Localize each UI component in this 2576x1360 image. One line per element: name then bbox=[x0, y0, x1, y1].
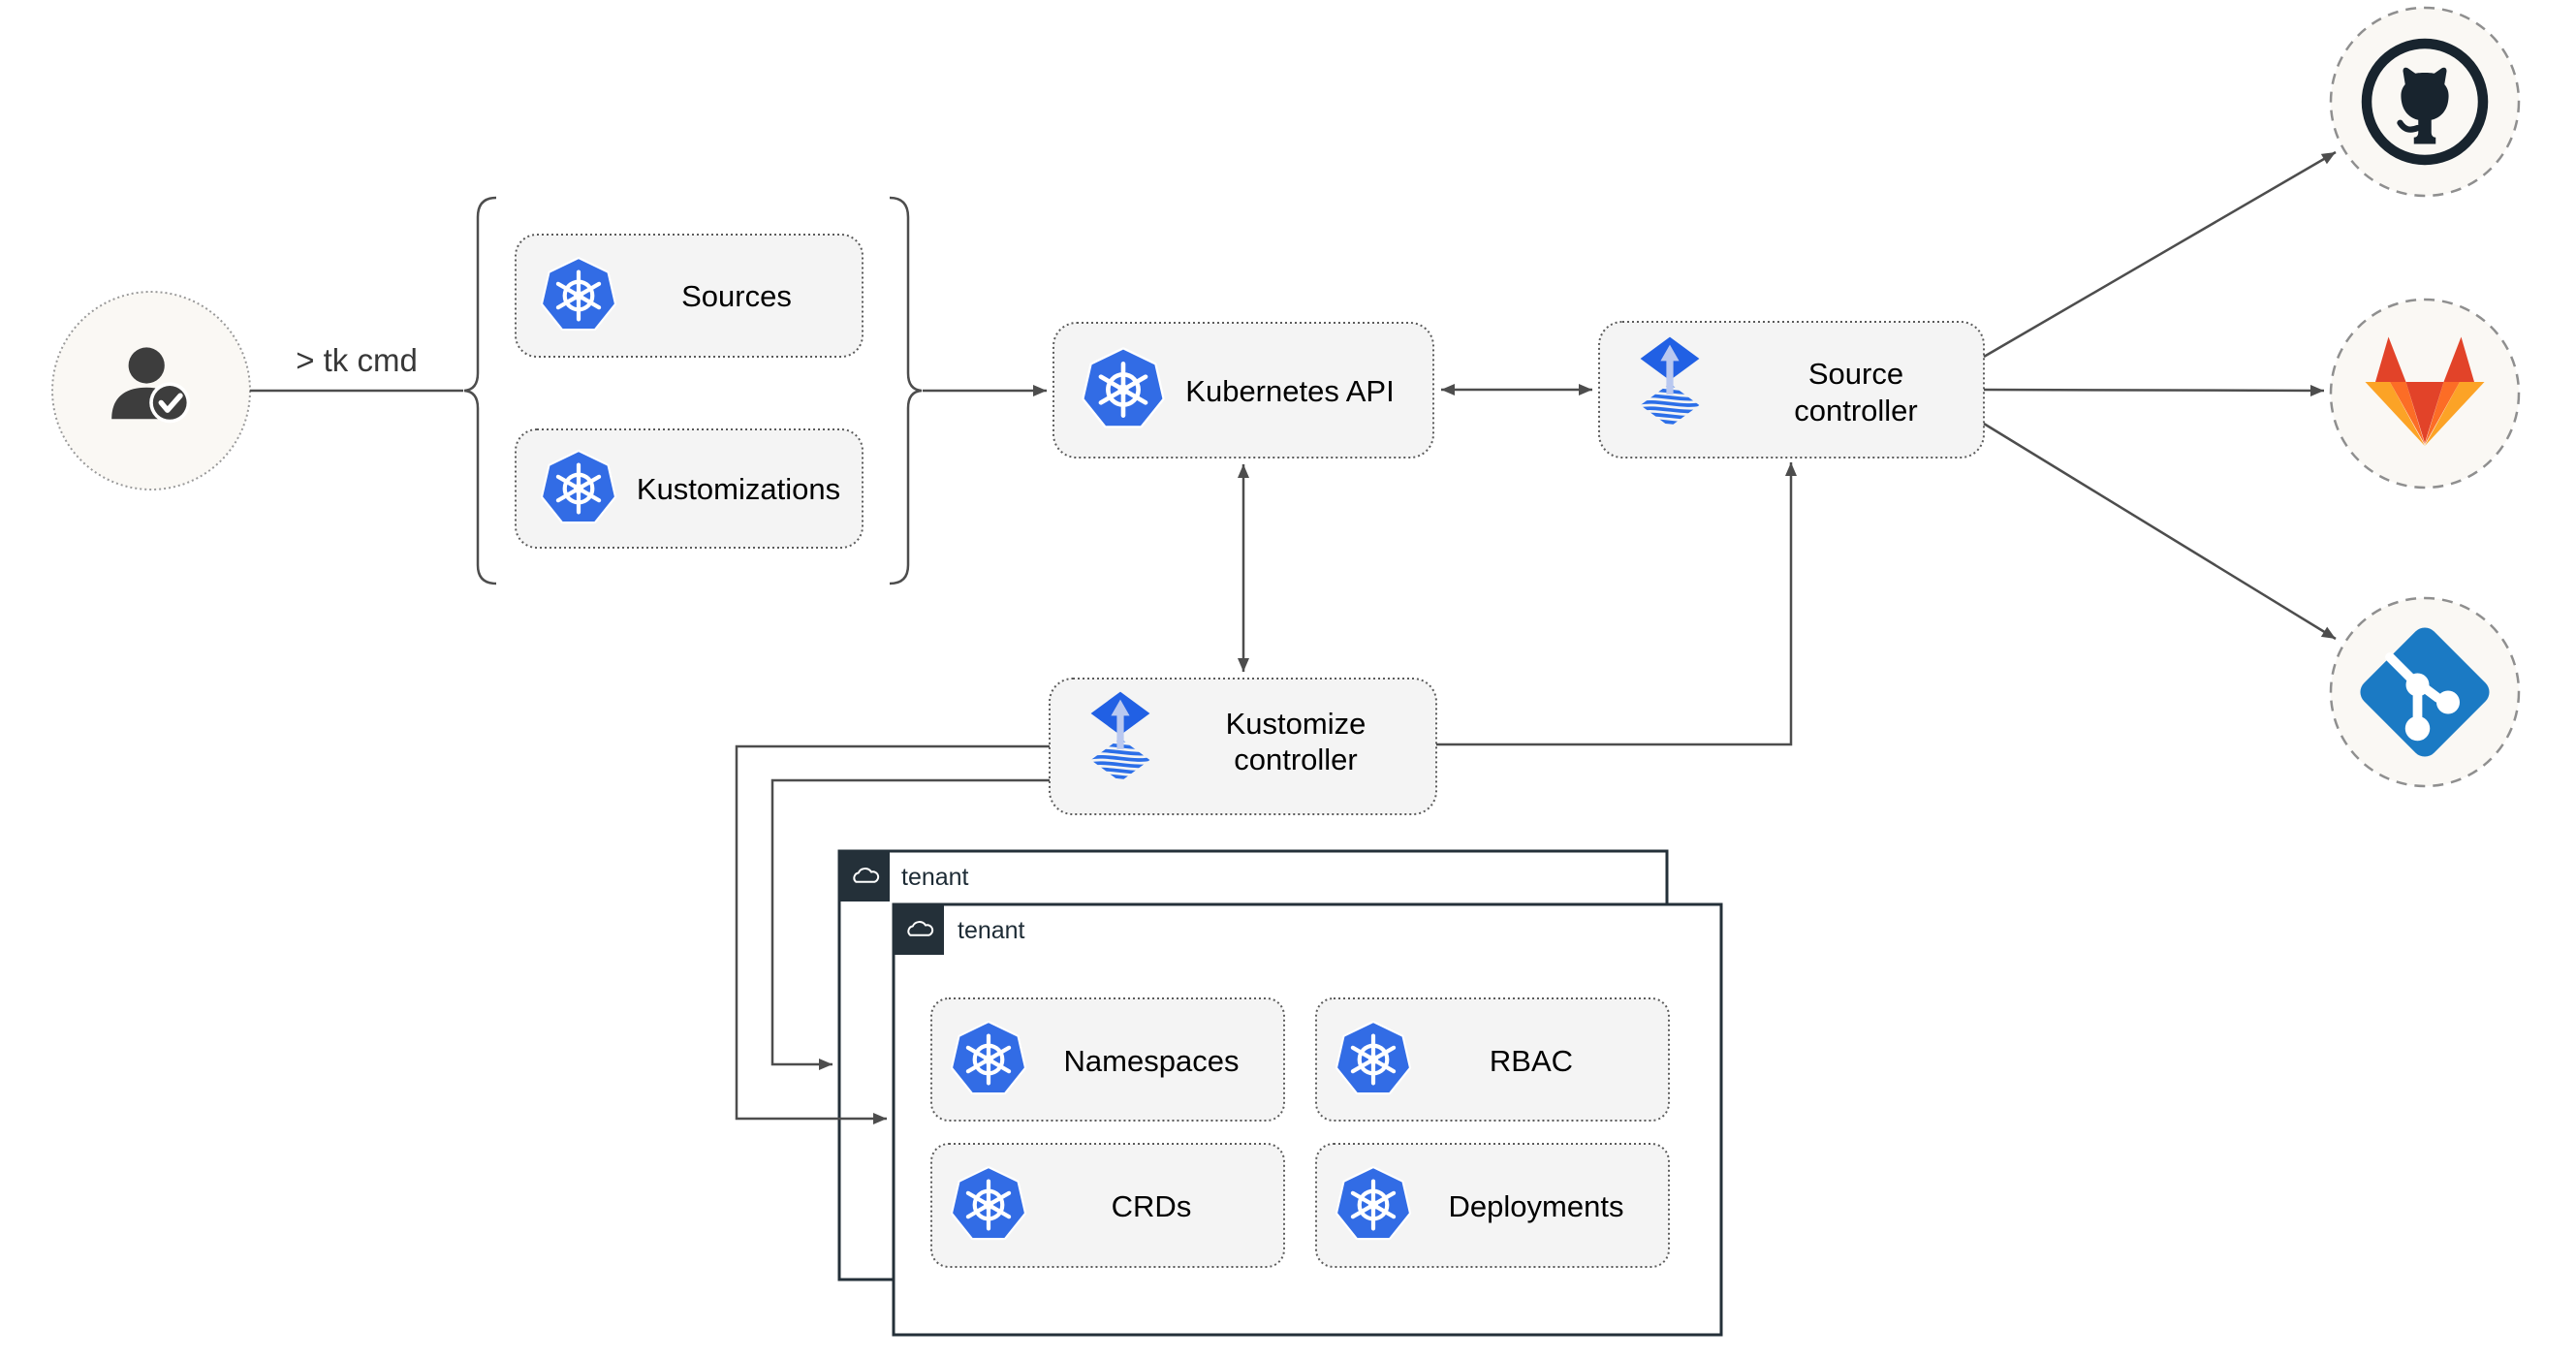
kubernetes-icon bbox=[543, 259, 614, 329]
sources-label: Sources bbox=[681, 279, 792, 313]
node-git bbox=[2329, 596, 2521, 788]
cloud-icon bbox=[894, 904, 944, 955]
tenant-inner-label: tenant bbox=[958, 917, 1025, 944]
node-crds: CRDs bbox=[930, 1143, 1285, 1268]
node-kubernetes-api: Kubernetes API bbox=[1052, 322, 1434, 459]
namespaces-label: Namespaces bbox=[1064, 1044, 1240, 1078]
kubernetes-icon bbox=[1337, 1023, 1409, 1092]
kubernetes-api-label: Kubernetes API bbox=[1185, 374, 1394, 408]
kubernetes-icon bbox=[543, 452, 614, 522]
node-gitlab bbox=[2329, 298, 2521, 490]
node-rbac: RBAC bbox=[1315, 997, 1670, 1122]
kustomizations-label: Kustomizations bbox=[637, 472, 840, 506]
kustomize-controller-label-line2: controller bbox=[1234, 743, 1358, 776]
edge-source-to-github bbox=[1983, 150, 2337, 359]
tenant-inner-box: tenant Namespaces RBAC CRDs Deployments bbox=[892, 902, 1723, 1337]
node-deployments: Deployments bbox=[1315, 1143, 1670, 1268]
kustomize-controller-label-line1: Kustomize bbox=[1226, 707, 1367, 741]
edge-source-to-gitlab bbox=[1983, 384, 2325, 396]
node-namespaces: Namespaces bbox=[930, 997, 1285, 1122]
kubernetes-icon bbox=[1337, 1168, 1409, 1238]
kubernetes-icon bbox=[1084, 350, 1163, 427]
tk-cmd-label: > tk cmd bbox=[296, 342, 418, 378]
node-sources: Sources bbox=[515, 234, 864, 358]
node-kustomize-controller: Kustomize controller bbox=[1049, 678, 1437, 815]
node-source-controller: Source controller bbox=[1598, 321, 1985, 459]
tenant-outer-label: tenant bbox=[901, 864, 969, 891]
crds-label: CRDs bbox=[1112, 1189, 1192, 1223]
right-brace bbox=[889, 196, 923, 585]
kubernetes-icon bbox=[953, 1023, 1024, 1092]
edge-kustomize-to-source bbox=[1436, 462, 1797, 746]
node-kustomizations: Kustomizations bbox=[515, 428, 864, 549]
edge-kustomize-to-tenant-outer bbox=[770, 778, 1050, 1070]
deployments-label: Deployments bbox=[1449, 1189, 1624, 1223]
node-github bbox=[2329, 6, 2521, 198]
edge-kustomize-to-tenant-inner bbox=[735, 744, 1050, 1124]
left-brace bbox=[463, 196, 497, 585]
source-controller-label-line2: controller bbox=[1794, 394, 1918, 427]
user-node bbox=[51, 291, 251, 490]
cloud-icon bbox=[839, 851, 890, 901]
kubernetes-icon bbox=[953, 1168, 1024, 1238]
source-controller-label-line1: Source bbox=[1808, 357, 1903, 391]
edge-source-to-git bbox=[1983, 422, 2337, 641]
rbac-label: RBAC bbox=[1490, 1044, 1573, 1078]
